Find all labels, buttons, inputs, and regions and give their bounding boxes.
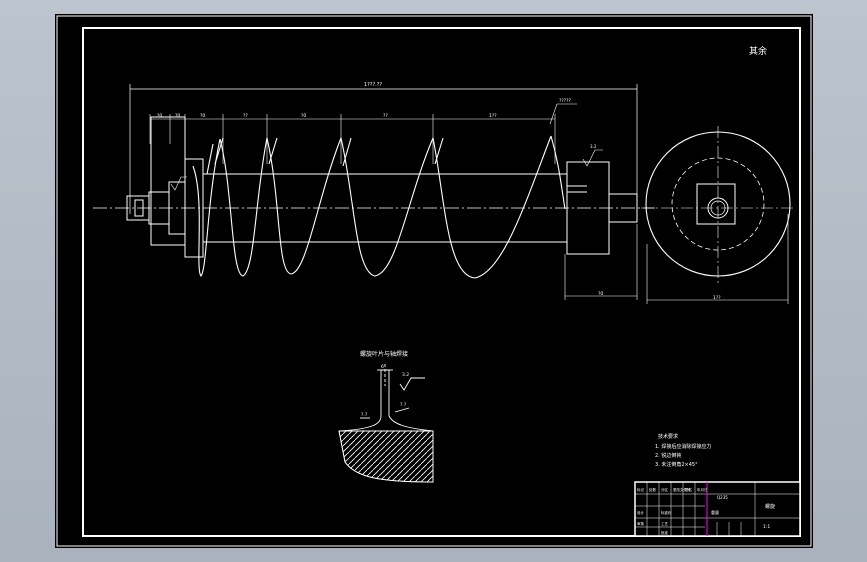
section-title: 螺旋叶片与轴焊接 [360, 350, 408, 358]
tb-label: 设计 [637, 510, 645, 515]
tech-requirement-item: 2. 锐边倒钝 [655, 452, 681, 459]
section-mark: 6 [381, 364, 384, 370]
overall-dimension [129, 84, 638, 214]
tb-label: 标记 [637, 487, 645, 492]
screw-shaft [126, 116, 638, 258]
tb-part-name: 螺旋 [765, 503, 775, 510]
pitch-label: 1?? [489, 113, 497, 119]
pitch-label: ?? [243, 113, 248, 119]
section-mark: 3.2 [402, 372, 409, 378]
tech-requirement-item: 1. 焊接后应消除焊接应力 [655, 443, 711, 450]
tb-scale: 1:1 [763, 524, 770, 530]
tb-label: 更改文件号 [673, 487, 691, 492]
tb-label: 标准化 [661, 510, 672, 515]
flight-label: ????? [559, 98, 572, 104]
tb-material: Q235 [717, 495, 728, 500]
tb-weight: 重量 [711, 509, 719, 515]
section-hatch [338, 430, 434, 483]
right-dim-label: 1?? [713, 295, 721, 301]
pitch-label: ?0 [301, 113, 306, 119]
section-mark: ?.? [400, 402, 407, 408]
tb-label: 工艺 [661, 521, 669, 526]
pitch-labels: ?0 ?0 ?0 ?? ?0 ?? 1?? [157, 113, 497, 119]
right-dimensions [564, 214, 789, 304]
pitch-dimensions [149, 114, 556, 164]
section-marks: 6 3.2 ?.? ?.? [361, 364, 409, 418]
pitch-label: ?0 [175, 113, 180, 119]
right-dim-label: ?0 [598, 291, 603, 297]
inner-frame [82, 27, 801, 537]
title-block: 标记 处数 分区 更改文件号 签名 年月日 设计 标准化 审核 工艺 批准 Q2… [634, 481, 801, 537]
tech-requirement-item: 3. 未注倒角2×45° [655, 461, 698, 468]
corner-note: 其余 [749, 45, 767, 57]
tb-label: 处数 [649, 487, 657, 492]
tb-label: 年月日 [697, 487, 708, 492]
cad-drawing: 其余 1???.?? ?0 ?0 ?0 ?? ?0 ?? 1?? ????? [56, 15, 812, 547]
roughness-symbol [170, 149, 603, 191]
tb-label: 批准 [661, 530, 669, 535]
section-mark: ?.? [361, 412, 368, 418]
roughness-label: 3.2 [590, 144, 597, 149]
tb-label: 签名 [685, 487, 692, 492]
tb-label: 审核 [637, 521, 645, 526]
overall-length-label: 1???.?? [364, 82, 382, 88]
flight-leader [549, 103, 558, 125]
tech-requirements-title: 技术要求 [658, 433, 678, 440]
screw-flights [192, 135, 566, 279]
drawing-sheet: 其余 1???.?? ?0 ?0 ?0 ?? ?0 ?? 1?? ????? [55, 14, 813, 548]
side-view [641, 126, 795, 284]
pitch-label: ?0 [157, 113, 162, 119]
pitch-label: ?? [383, 113, 388, 119]
pitch-label: ?0 [200, 113, 205, 119]
outer-frame [56, 15, 812, 547]
tb-label: 分区 [661, 487, 669, 492]
